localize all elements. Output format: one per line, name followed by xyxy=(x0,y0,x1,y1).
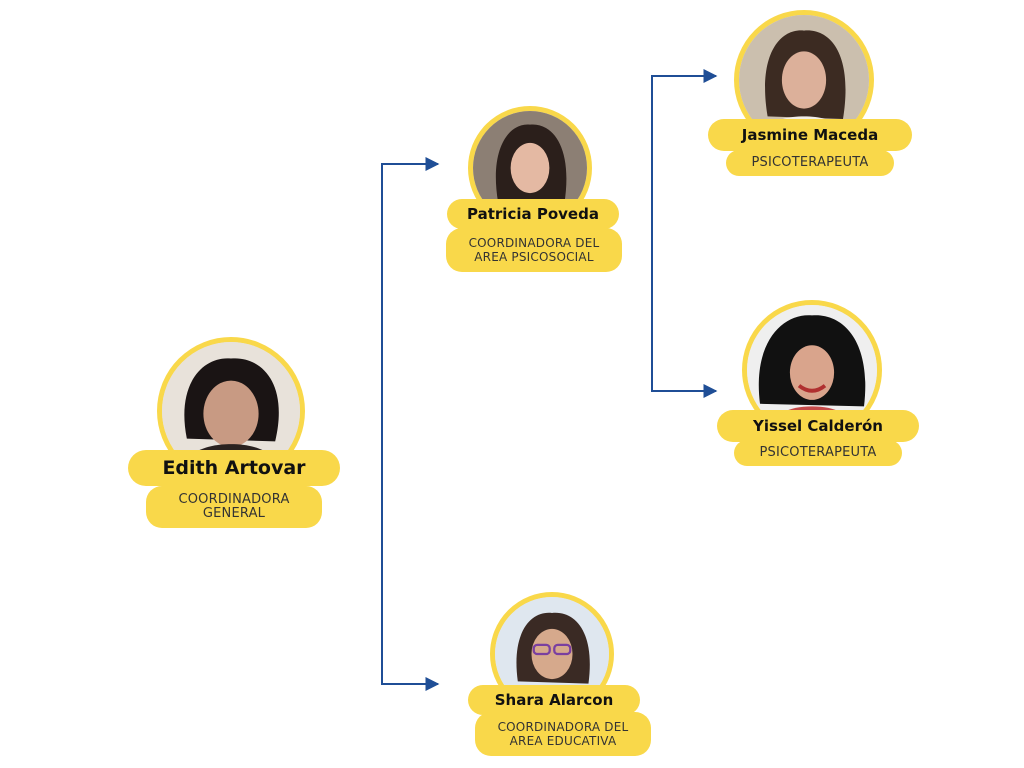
role-pill-edith-artovar: COORDINADORA GENERAL xyxy=(146,486,322,528)
name-pill-yissel-calderon: Yissel Calderón xyxy=(717,410,919,442)
name-pill-jasmine-maceda: Jasmine Maceda xyxy=(708,119,912,151)
role-pill-patricia-poveda: COORDINADORA DEL AREA PSICOSOCIAL xyxy=(446,228,622,272)
connector-patricia-jasmine xyxy=(651,69,718,230)
role-pill-yissel-calderon: PSICOTERAPEUTA xyxy=(734,440,902,466)
name-pill-shara-alarcon: Shara Alarcon xyxy=(468,685,640,715)
role-pill-shara-alarcon: COORDINADORA DEL AREA EDUCATIVA xyxy=(475,712,651,756)
connector-edith-shara xyxy=(381,400,440,691)
role-pill-jasmine-maceda: PSICOTERAPEUTA xyxy=(726,150,894,176)
connector-edith-patricia xyxy=(381,157,440,400)
name-pill-edith-artovar: Edith Artovar xyxy=(128,450,340,486)
connector-patricia-yissel xyxy=(651,230,718,398)
name-pill-patricia-poveda: Patricia Poveda xyxy=(447,199,619,229)
